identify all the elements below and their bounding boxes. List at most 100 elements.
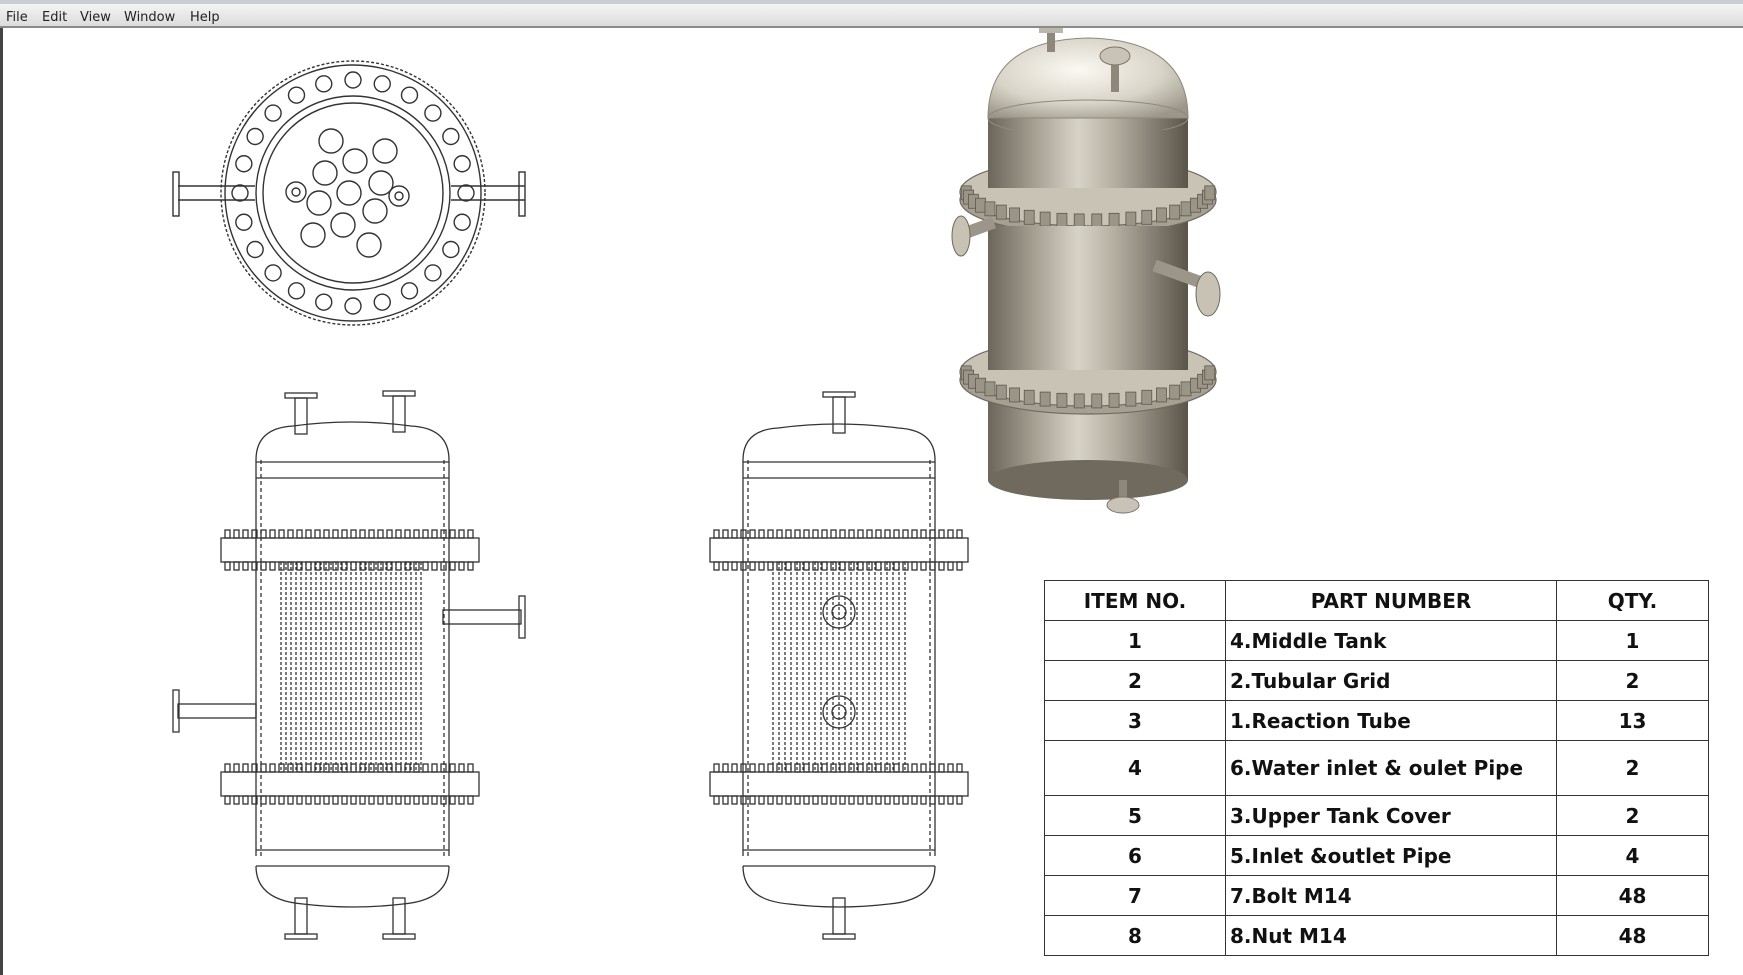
menu-bar: File Edit View Window Help	[0, 4, 1743, 28]
flange-bolt	[315, 75, 333, 93]
menu-file[interactable]: File	[6, 10, 28, 25]
drawing-sheet[interactable]	[3, 28, 1743, 975]
table-row[interactable]: 7 7.Bolt M14 48	[1044, 875, 1709, 916]
bom-item-cell: 2	[1044, 660, 1226, 701]
bolt-mark	[848, 795, 855, 805]
top-view-drawing[interactable]	[172, 60, 526, 326]
bom-part-cell: 8.Nut M14	[1225, 915, 1557, 956]
bolt-mark	[740, 795, 747, 805]
menu-view[interactable]: View	[80, 10, 111, 25]
bolt-mark	[323, 795, 330, 805]
menu-help[interactable]: Help	[190, 10, 220, 25]
bolt-mark	[785, 561, 792, 571]
bolt-mark	[431, 763, 438, 773]
iso-bolt	[1108, 392, 1120, 408]
bolt-mark	[947, 529, 954, 539]
bolt-mark	[305, 529, 312, 539]
bom-item-cell: 6	[1044, 835, 1226, 876]
bolt-mark	[359, 529, 366, 539]
bolt-mark	[449, 561, 456, 571]
flange-bolt	[315, 293, 333, 311]
iso-bolt	[995, 384, 1007, 400]
bolt-mark	[902, 795, 909, 805]
iso-bolt	[984, 201, 996, 217]
flange-bolt	[344, 71, 362, 89]
bolt-mark	[866, 529, 873, 539]
bom-qty-cell: 48	[1556, 875, 1709, 916]
bolt-mark	[839, 561, 846, 571]
bolt-mark	[794, 529, 801, 539]
flange-bolt	[373, 293, 391, 311]
bolt-mark	[929, 763, 936, 773]
bolt-mark	[956, 795, 963, 805]
table-row[interactable]: 8 8.Nut M14 48	[1044, 915, 1709, 956]
iso-bolt	[1091, 393, 1103, 409]
iso-bolt	[1039, 211, 1051, 227]
bolt-mark	[857, 561, 864, 571]
bolt-mark	[440, 795, 447, 805]
bolt-mark	[938, 529, 945, 539]
bolt-mark	[767, 561, 774, 571]
tube-hole	[362, 198, 388, 224]
bolt-mark	[875, 529, 882, 539]
iso-bolt	[1180, 201, 1192, 217]
bolt-mark	[821, 561, 828, 571]
iso-bolt	[1009, 207, 1020, 223]
bolt-mark	[368, 529, 375, 539]
isometric-3d-view[interactable]	[951, 28, 1221, 514]
table-row[interactable]: 5 3.Upper Tank Cover 2	[1044, 795, 1709, 836]
front-view-drawing[interactable]	[172, 390, 526, 940]
iso-bolt	[1056, 212, 1068, 228]
flange-bolt	[453, 155, 471, 173]
bolt-mark	[467, 763, 474, 773]
iso-bolt	[1169, 384, 1181, 400]
flange-bolt	[264, 264, 282, 282]
menu-edit[interactable]: Edit	[42, 10, 68, 25]
table-row[interactable]: 3 1.Reaction Tube 13	[1044, 700, 1709, 741]
table-row[interactable]: 1 4.Middle Tank 1	[1044, 620, 1709, 661]
table-row[interactable]: 6 5.Inlet &outlet Pipe 4	[1044, 835, 1709, 876]
iso-bolt	[1125, 391, 1137, 407]
bolt-mark	[839, 763, 846, 773]
flange-bolt	[400, 282, 419, 300]
flange-bolt	[457, 184, 475, 202]
iso-bolt	[1073, 393, 1085, 409]
bolt-mark	[956, 529, 963, 539]
bolt-mark	[956, 561, 963, 571]
bolt-mark	[767, 795, 774, 805]
bolt-mark	[875, 561, 882, 571]
bolt-mark	[341, 763, 348, 773]
bolt-mark	[731, 795, 738, 805]
menu-window[interactable]: Window	[124, 10, 176, 25]
tube-hole	[336, 180, 362, 206]
iso-bolt	[1023, 389, 1035, 405]
tube-hole	[356, 232, 382, 258]
bom-qty-cell: 1	[1556, 620, 1709, 661]
bolt-mark	[920, 795, 927, 805]
bolt-mark	[422, 763, 429, 773]
bom-part-cell: 2.Tubular Grid	[1225, 660, 1557, 701]
tube-hole	[312, 160, 338, 186]
bolt-mark	[902, 529, 909, 539]
flange-bolt	[344, 297, 362, 315]
bolt-mark	[803, 763, 810, 773]
iso-bolt	[1141, 389, 1153, 405]
bom-header-item-no: ITEM NO.	[1044, 580, 1226, 621]
bolt-mark	[875, 795, 882, 805]
iso-bolt	[1091, 213, 1103, 229]
bolt-mark	[458, 763, 465, 773]
bolt-mark	[848, 529, 855, 539]
bolt-mark	[296, 529, 303, 539]
flange-bolt	[400, 86, 419, 104]
side-view-drawing[interactable]	[709, 391, 969, 940]
bolt-mark	[857, 763, 864, 773]
table-row[interactable]: 2 2.Tubular Grid 2	[1044, 660, 1709, 701]
bolt-mark	[359, 561, 366, 571]
bolt-mark	[920, 561, 927, 571]
bolt-mark	[467, 795, 474, 805]
bolt-mark	[269, 763, 276, 773]
bolt-mark	[395, 795, 402, 805]
table-row[interactable]: 4 6.Water inlet & oulet Pipe 2	[1044, 740, 1709, 796]
bom-table: ITEM NO. PART NUMBER QTY. 1 4.Middle Tan…	[1044, 580, 1709, 956]
bolt-mark	[404, 561, 411, 571]
